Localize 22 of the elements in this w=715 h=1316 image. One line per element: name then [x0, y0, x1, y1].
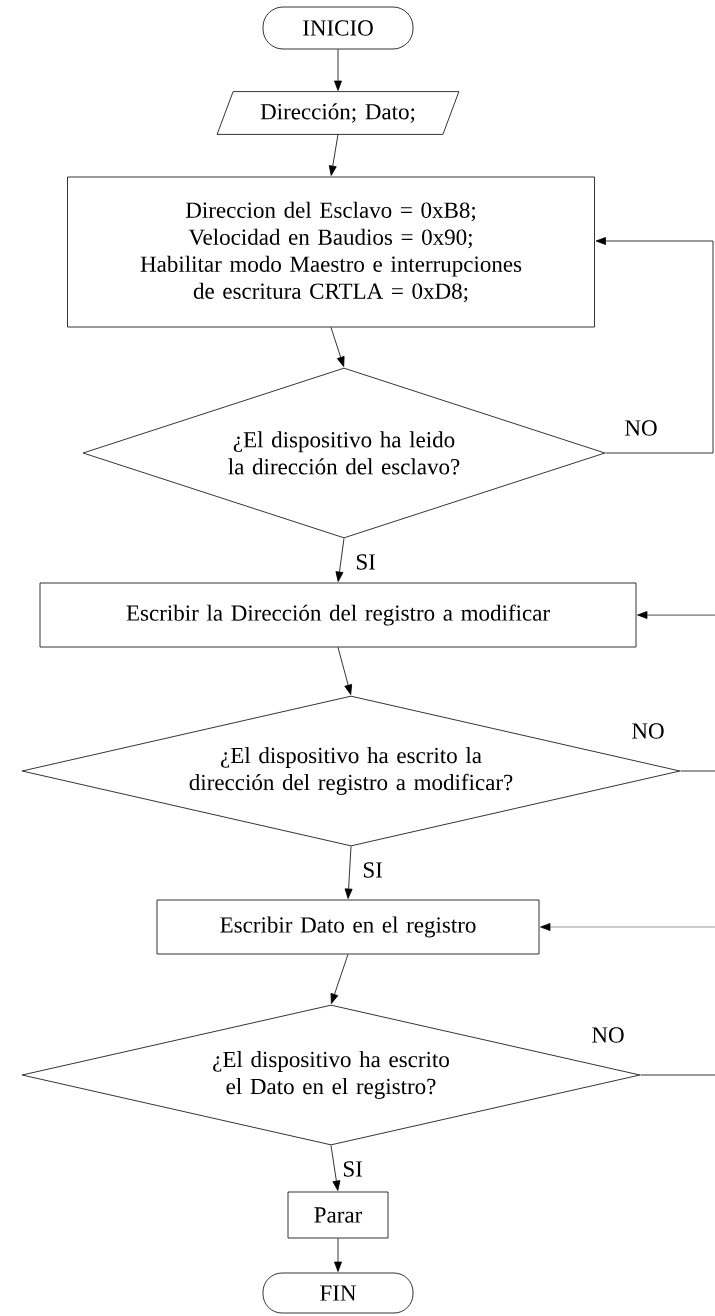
arrow [328, 134, 339, 176]
arrow [334, 1238, 342, 1272]
edge-label: SI [361, 861, 384, 879]
arrow [344, 846, 353, 899]
edge-label: SI [354, 553, 377, 571]
arrow [330, 1145, 341, 1191]
process-box: Direccion del Esclavo = 0xB8; Velocidad en Baudios = 0x90; Habilitar modo Maestro e interrupciones de escritura CRTLA = 0xD8; [67, 176, 595, 328]
arrow [337, 647, 353, 695]
input-parallelogram: Dirección; Dato; [216, 91, 460, 135]
edge-label: NO [590, 1026, 626, 1044]
process-box: Escribir la Dirección del registro a modificar [39, 582, 637, 648]
arrow [637, 611, 715, 619]
process-box: Escribir Dato en el registro [156, 899, 540, 955]
arrow [335, 538, 345, 582]
process-box: Parar [287, 1191, 389, 1239]
edge-label: NO [623, 419, 659, 437]
arrow [330, 954, 349, 1004]
edge-label: SI [341, 1160, 364, 1178]
arrow [330, 327, 345, 367]
edge-label: NO [630, 722, 666, 740]
arrow [334, 49, 342, 91]
arrow [595, 237, 714, 454]
